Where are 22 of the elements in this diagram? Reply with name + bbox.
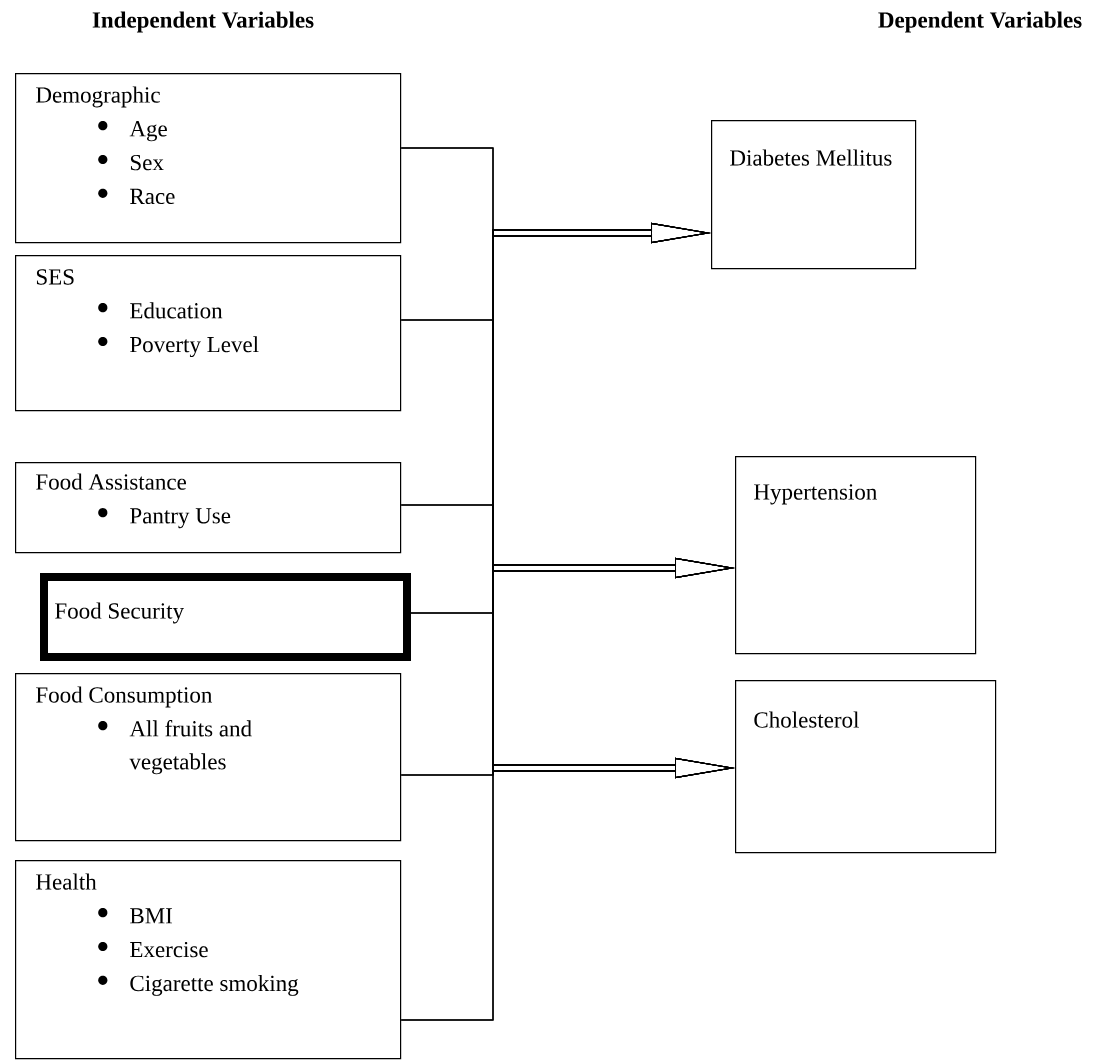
bullet-item: BMI <box>98 908 173 924</box>
column-heading: Dependent Variables <box>878 11 1082 33</box>
box-heading: Diabetes Mellitus <box>730 149 892 166</box>
box-heading: Cholesterol <box>754 711 859 728</box>
box-heading: Food Security <box>55 602 184 624</box>
bullet-item: Pantry Use <box>98 508 231 529</box>
bullet-item: Age <box>98 121 167 142</box>
arrow <box>400 757 733 1021</box>
bullet-item: Race <box>98 188 175 205</box>
box-heading: Food Consumption <box>36 686 213 708</box>
box-heading: Food Assistance <box>36 473 186 490</box>
bullet-item: Sex <box>98 154 164 171</box>
bullet-item: Education <box>98 302 223 319</box>
column-heading: Independent Variables <box>92 11 314 33</box>
bullet-item: Poverty Level <box>98 336 259 358</box>
box-heading: Hypertension <box>754 484 877 505</box>
box-heading: SES <box>36 269 74 285</box>
box-heading: Health <box>36 873 97 890</box>
bullet-item: Exercise <box>98 941 208 958</box>
bullet-item: Cigarette smoking <box>98 974 299 996</box>
bullet-item: All fruits and vegetables <box>98 720 252 775</box>
box-heading: Demographic <box>36 86 160 108</box>
